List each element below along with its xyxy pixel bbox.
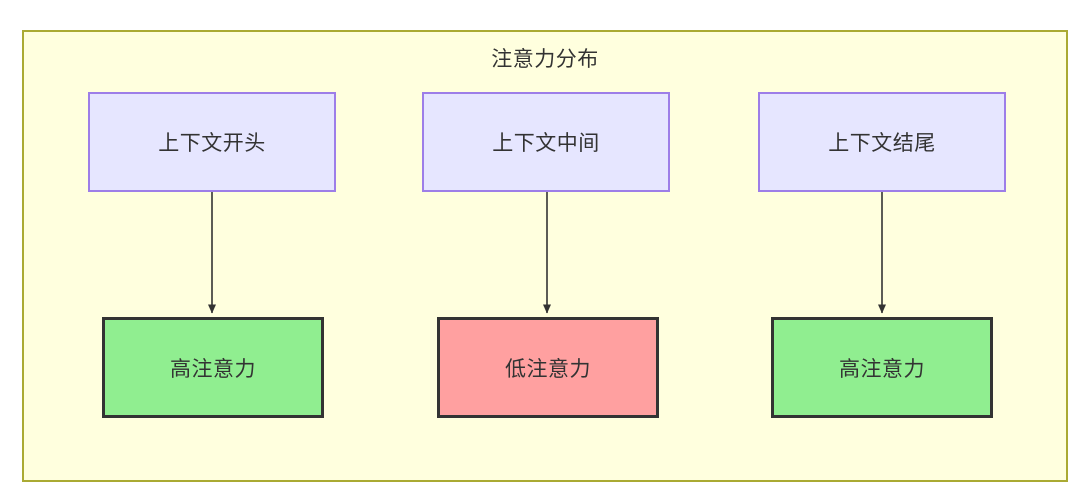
node-context-start[interactable]: 上下文开头 xyxy=(88,92,336,192)
subgraph-title: 注意力分布 xyxy=(491,47,599,71)
node-label: 高注意力 xyxy=(170,356,256,381)
node-label: 高注意力 xyxy=(839,356,925,381)
node-label: 上下文开头 xyxy=(158,131,266,155)
node-attention-high-end[interactable]: 高注意力 xyxy=(771,317,993,418)
node-label: 上下文结尾 xyxy=(828,131,936,155)
node-label: 低注意力 xyxy=(505,356,591,381)
node-attention-high-start[interactable]: 高注意力 xyxy=(102,317,324,418)
node-context-end[interactable]: 上下文结尾 xyxy=(758,92,1006,192)
node-attention-low-middle[interactable]: 低注意力 xyxy=(437,317,659,418)
node-context-middle[interactable]: 上下文中间 xyxy=(422,92,670,192)
node-label: 上下文中间 xyxy=(492,131,600,155)
